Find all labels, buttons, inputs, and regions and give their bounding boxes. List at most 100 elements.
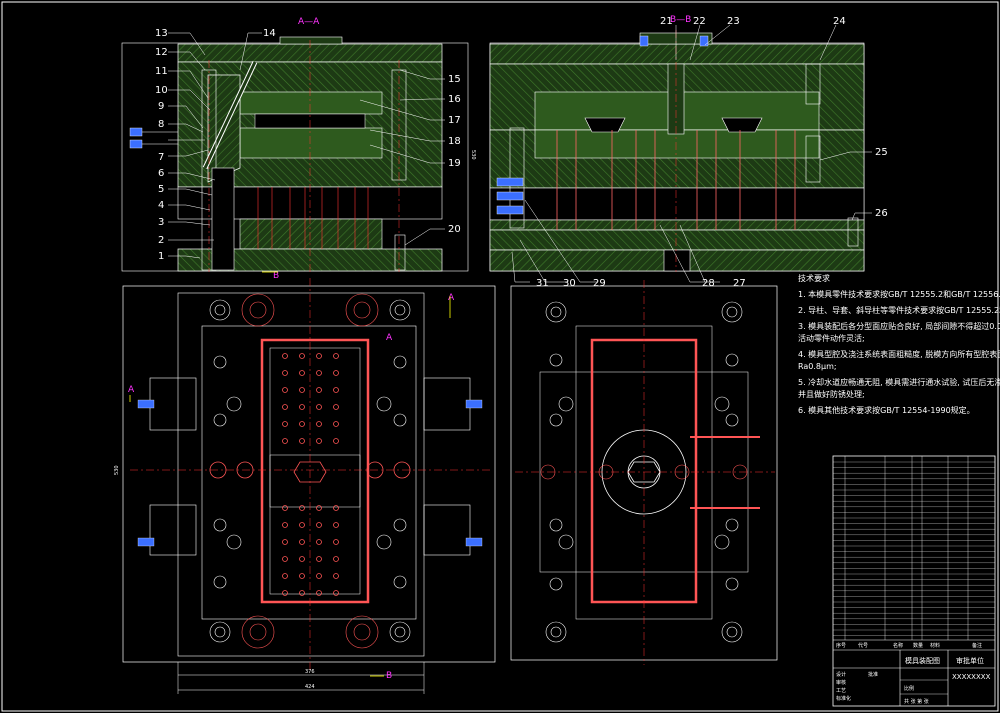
callout-31: 31 — [536, 278, 549, 289]
ejector-hole — [366, 461, 384, 479]
cooling-hole — [299, 539, 305, 545]
callout-4: 4 — [158, 200, 164, 211]
callout-8: 8 — [158, 119, 164, 130]
cooling-hole — [299, 505, 305, 511]
callout-16: 16 — [448, 94, 461, 105]
note-8: 并且做好防锈处理; — [798, 389, 865, 399]
cooling-hole — [299, 404, 305, 410]
guide-bushing — [249, 623, 267, 641]
note-3: 3. 模具装配后各分型面应贴合良好, 局部间隙不得超过0.05mm, 顶杆复位可… — [798, 321, 1000, 331]
cooling-hole — [333, 438, 339, 444]
cooling-hole — [282, 539, 288, 545]
bolt-head — [394, 304, 406, 316]
callout-2: 2 — [158, 235, 164, 246]
cooling-hole — [316, 590, 322, 596]
col-header-name: 名称 — [893, 642, 903, 649]
callout-11: 11 — [155, 66, 168, 77]
callout-17: 17 — [448, 115, 461, 126]
cooling-hole — [299, 421, 305, 427]
bolt-head — [721, 301, 743, 323]
note-7: 5. 冷却水道应畅通无阻, 模具需进行通水试验, 试压后无渗漏现象, — [798, 377, 1000, 387]
bolt-head — [209, 621, 231, 643]
cooling-hole — [316, 573, 322, 579]
cooling-hole — [299, 370, 305, 376]
callout-1: 1 — [158, 251, 164, 262]
technical-notes: 技术要求 1. 本模具零件技术要求按GB/T 12555.2和GB/T 1255… — [798, 273, 1000, 415]
bolt-head — [550, 626, 562, 638]
drawing-name: 模具装配图 — [905, 656, 940, 665]
cooling-hole — [316, 539, 322, 545]
bolt-head — [389, 299, 411, 321]
bolt-head — [209, 299, 231, 321]
plan-height-dim: 530 — [114, 465, 120, 475]
ejector-hole — [674, 464, 690, 480]
cooling-hole — [282, 353, 288, 359]
guide-bushing — [345, 615, 379, 649]
cooling-hole — [299, 353, 305, 359]
section-height-dim: 530 — [470, 150, 476, 160]
support-hole — [714, 396, 730, 412]
plan-view-moving-half: 376 424 530 A A A B B — [114, 271, 496, 694]
guide-bushing — [241, 293, 275, 327]
bolt-head — [550, 306, 562, 318]
cooling-hole — [282, 556, 288, 562]
section-title-a: A—A — [298, 17, 320, 27]
callout-5: 5 — [158, 184, 164, 195]
callout-29: 29 — [593, 278, 606, 289]
bolt-head — [545, 301, 567, 323]
bolt-head — [214, 304, 226, 316]
section-marker-b-top: B — [273, 271, 279, 281]
callout-3: 3 — [158, 217, 164, 228]
callout-20: 20 — [448, 224, 461, 235]
bolt-hole — [549, 353, 563, 367]
bolt-head — [721, 621, 743, 643]
callout-30: 30 — [563, 278, 576, 289]
ejector-hole — [732, 464, 748, 480]
plan-width-dim-376: 376 — [305, 669, 315, 675]
cooling-hole — [282, 505, 288, 511]
col-header-no: 序号 — [836, 642, 846, 649]
support-hole — [226, 534, 242, 550]
cooling-hole — [316, 438, 322, 444]
callout-22: 22 — [693, 16, 706, 27]
sign-process: 工艺 — [836, 688, 846, 694]
bolt-hole — [725, 413, 739, 427]
section-view-b: B—B — [489, 15, 888, 289]
bolt-hole — [725, 353, 739, 367]
callout-9: 9 — [158, 101, 164, 112]
cooling-hole — [333, 573, 339, 579]
title-block: 序号 代号 名称 数量 材料 备注 设计 审核 工艺 标准化 批准 比例 共 张… — [832, 455, 996, 707]
callout-19: 19 — [448, 158, 461, 169]
callout-27: 27 — [733, 278, 746, 289]
section-marker-b-bottom: B — [386, 671, 392, 681]
guide-bushing — [241, 615, 275, 649]
callout-12: 12 — [155, 47, 168, 58]
cooling-hole — [282, 404, 288, 410]
cooling-hole — [299, 573, 305, 579]
ejector-hole — [209, 461, 227, 479]
cooling-hole — [316, 505, 322, 511]
cooling-hole — [333, 370, 339, 376]
section-title-b: B—B — [670, 15, 691, 25]
bolt-hole — [549, 577, 563, 591]
cooling-hole — [299, 556, 305, 562]
cooling-hole — [282, 370, 288, 376]
sign-review: 审核 — [836, 679, 846, 686]
note-2: 2. 导柱、导套、斜导柱等零件技术要求按GB/T 12555.2和GB/T 12… — [798, 305, 1000, 315]
cooling-hole — [282, 522, 288, 528]
col-header-qty: 数量 — [913, 642, 923, 649]
callout-23: 23 — [727, 16, 740, 27]
cooling-hole — [333, 522, 339, 528]
callout-14: 14 — [263, 28, 276, 39]
bolt-head — [389, 621, 411, 643]
cooling-hole — [282, 573, 288, 579]
ejector-hole — [393, 461, 411, 479]
bolt-hole — [393, 575, 407, 589]
support-hole — [376, 396, 392, 412]
callout-10: 10 — [155, 85, 168, 96]
bolt-hole — [213, 355, 227, 369]
col-header-code: 代号 — [858, 642, 868, 649]
cooling-hole — [333, 421, 339, 427]
note-1: 1. 本模具零件技术要求按GB/T 12555.2和GB/T 12556.2规定… — [798, 289, 1000, 299]
